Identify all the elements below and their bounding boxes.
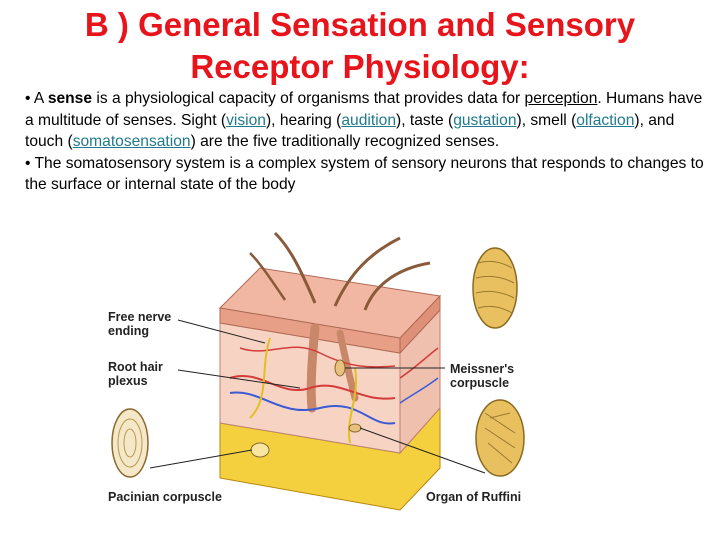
label-free-nerve-ending: Free nerve ending [108,310,172,338]
body-text-d: ), taste ( [396,111,454,129]
slide-body: • A sense is a physiological capacity of… [25,88,705,196]
body-text-a: is a physiological capacity of organisms… [92,90,525,107]
somatosensation-link[interactable]: somatosensation [72,133,191,151]
perception-link[interactable]: perception [524,90,598,107]
gustation-link[interactable]: gustation [453,111,517,129]
title-line-1: B ) General Sensation and Sensory [84,6,636,43]
title-line-2: Receptor Physiology: [190,48,530,85]
label-organ-of-ruffini: Organ of Ruffini [426,490,522,504]
body-text-e: ), smell ( [516,111,577,129]
bullet-text: • A [25,90,48,107]
label-meissners-corpuscle: Meissner's corpuscle [450,362,515,390]
slide-title: B ) General Sensation and Sensory Recept… [0,4,720,88]
body-text-b: . Humans have a multitude of senses. Sig… [25,90,703,129]
body-text-c: ), hearing ( [265,111,342,129]
paragraph-sense: • A sense is a physiological capacity of… [25,88,705,153]
vision-link[interactable]: vision [226,111,266,129]
skin-receptors-figure: Free nerve ending Root hair plexus Meiss… [100,228,540,528]
olfaction-link[interactable]: olfaction [576,111,635,129]
audition-link[interactable]: audition [341,111,396,129]
body-text-f: ), and touch ( [25,111,675,151]
sense-term: sense [47,90,93,107]
paragraph-somatosensory: • The somatosensory system is a complex … [25,154,704,194]
skin-cross-section-illustration [111,231,525,511]
label-pacinian-corpuscle: Pacinian corpuscle [108,490,222,504]
label-root-hair-plexus: Root hair plexus [108,360,163,388]
body-text-g: ) are the five traditionally recognized … [190,133,500,151]
